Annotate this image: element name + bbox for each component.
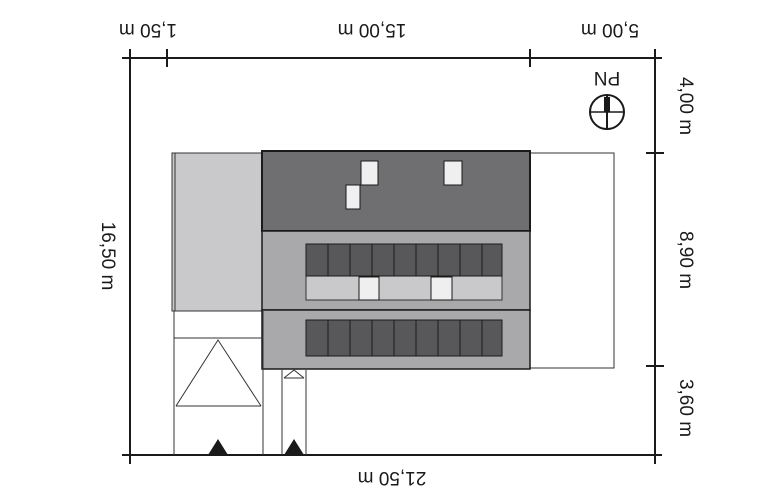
dim-bottom-total: 21,50 m — [358, 467, 427, 488]
north-compass: PN — [589, 67, 625, 130]
entrance-arrow-icon — [208, 439, 228, 455]
left-light-roof — [171, 152, 265, 312]
skylight — [358, 276, 380, 301]
top-dimension-line — [122, 49, 662, 67]
skylight — [430, 276, 453, 301]
dim-right-bottom: 3,60 m — [675, 379, 696, 437]
entrance-path — [281, 369, 307, 455]
dim-left-total: 16,50 m — [97, 222, 118, 291]
entrance-arrow-icon — [284, 439, 304, 455]
bottom-dimension-line — [122, 446, 662, 464]
main-dark-roof — [261, 150, 531, 232]
skylight — [345, 184, 361, 210]
dim-right-top: 4,00 m — [675, 77, 696, 135]
dim-top-left: 1,50 m — [119, 19, 177, 40]
compass-label: PN — [594, 67, 620, 88]
garage-driveway — [173, 311, 264, 455]
skylight — [360, 160, 379, 186]
solar-panel-row-1 — [305, 243, 503, 277]
right-dimension-ticks — [646, 152, 664, 367]
solar-panel-row-2 — [305, 319, 503, 357]
dim-top-right: 5,00 m — [581, 19, 639, 40]
right-terrace — [529, 152, 615, 369]
dim-top-middle: 15,00 m — [338, 19, 407, 40]
dim-right-middle: 8,90 m — [675, 231, 696, 289]
roof-strip — [305, 275, 503, 301]
skylight — [443, 160, 463, 186]
